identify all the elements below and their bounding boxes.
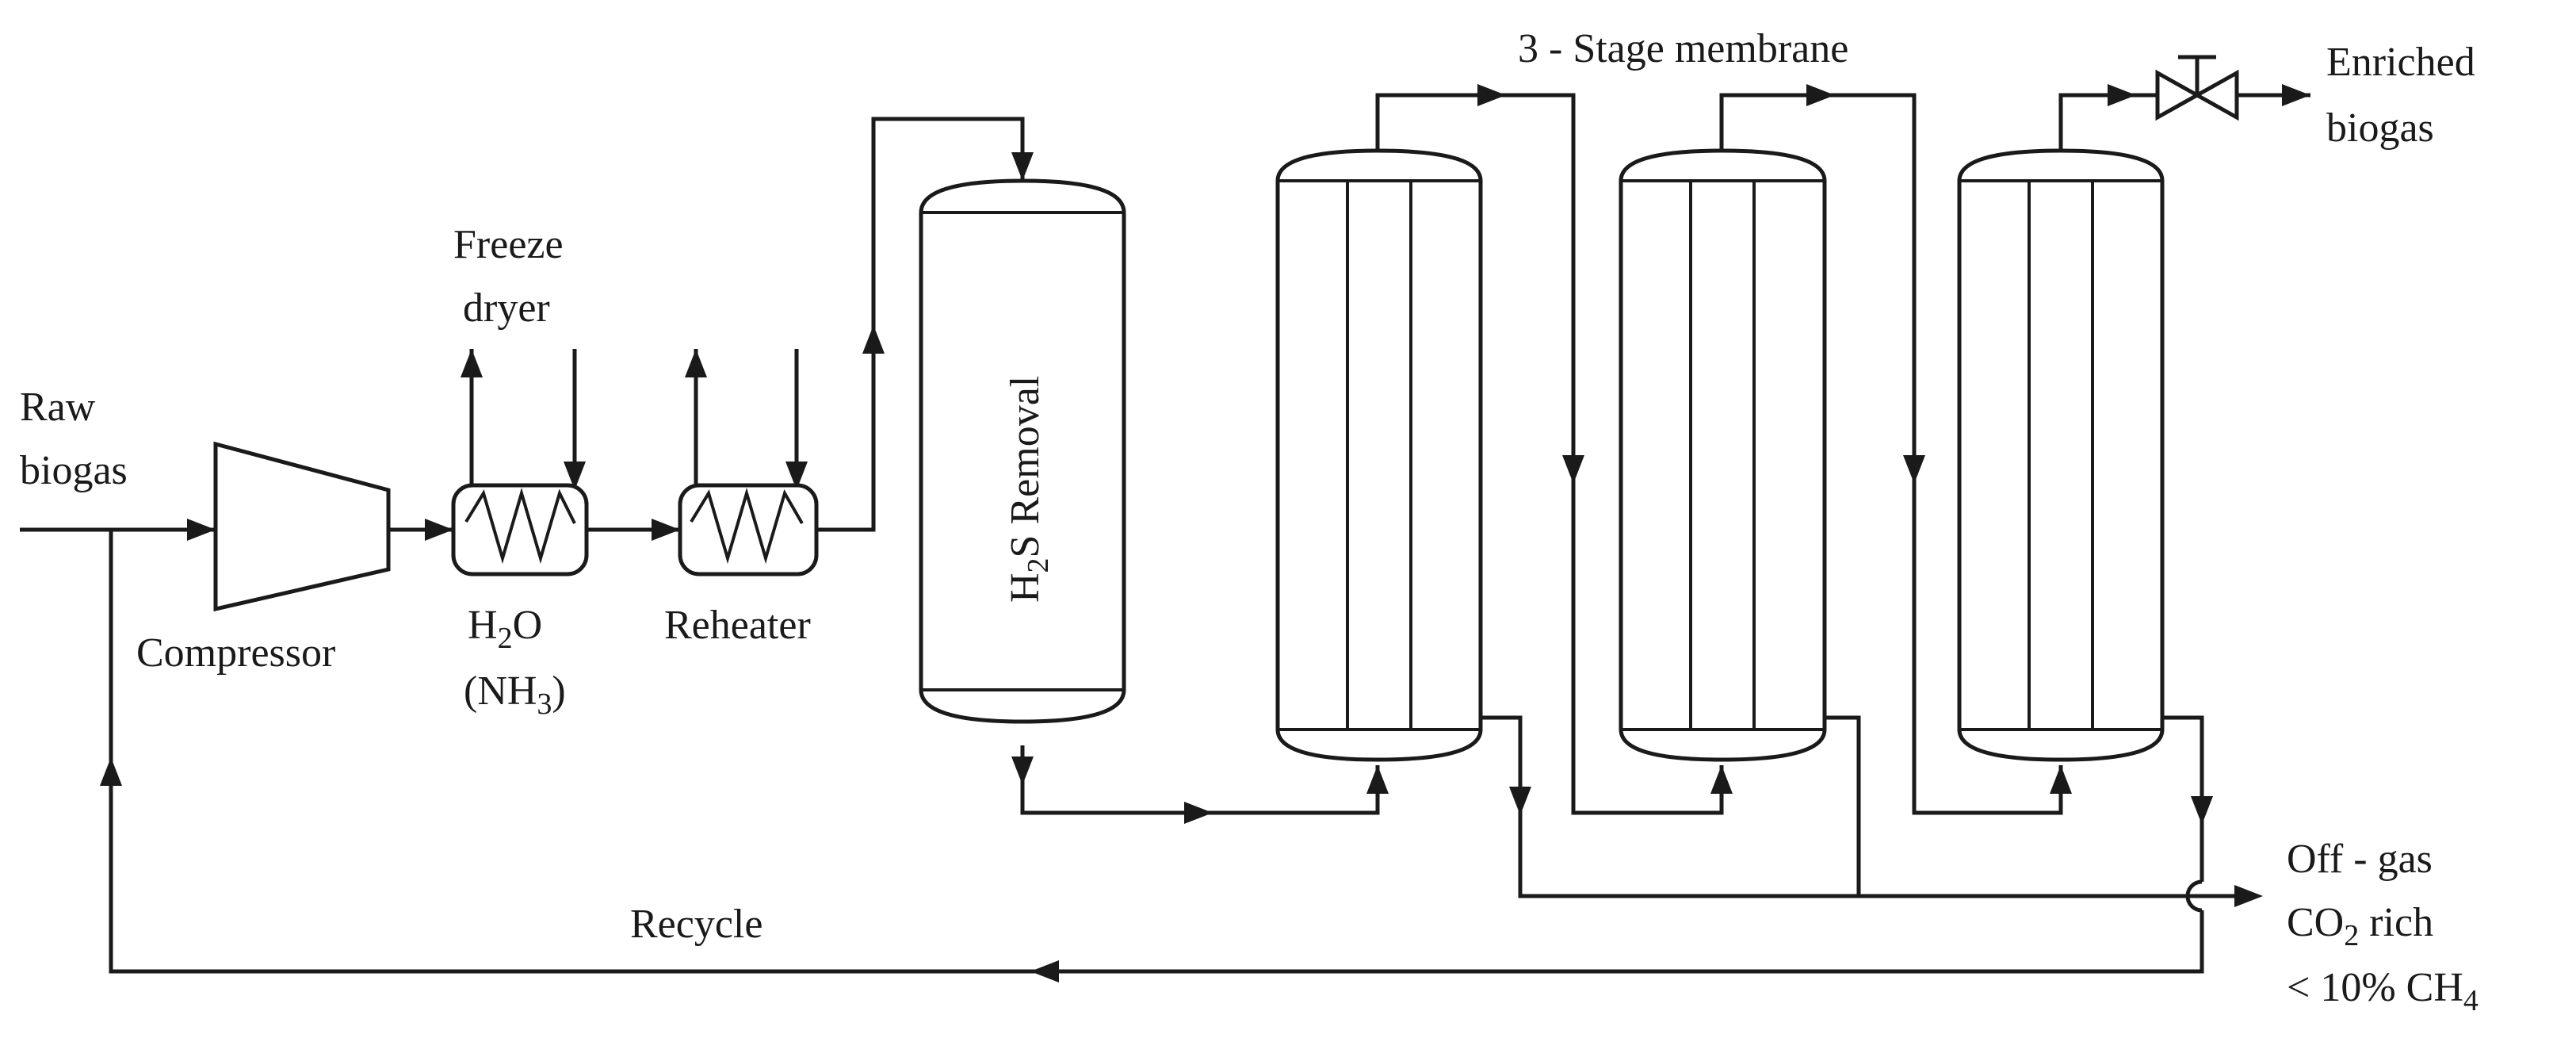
svg-text:Freeze: Freeze — [453, 222, 564, 267]
flow-arrow-icon — [1806, 84, 1835, 106]
flow-arrow-icon — [685, 349, 707, 377]
flow-arrow-icon — [1710, 765, 1733, 794]
svg-text:< 10% CH4: < 10% CH4 — [2287, 965, 2479, 1017]
heat-exchanger-icon — [678, 483, 819, 576]
membrane3-permeate-pipe — [2162, 715, 2204, 882]
membrane2-permeate-pipe — [1825, 715, 1861, 896]
compressor-label: Compressor — [136, 630, 335, 676]
svg-text:biogas: biogas — [2326, 105, 2434, 151]
flow-arrow-icon — [2108, 84, 2136, 106]
valve-icon — [2155, 55, 2239, 121]
h2s-removal-label: H2S Removal — [1003, 376, 1055, 603]
membrane-stage-3 — [1957, 148, 2165, 762]
flow-arrow-icon — [1011, 152, 1034, 181]
h2o-label: H2O — [468, 603, 542, 655]
membrane1-to-membrane2-pipe — [1375, 93, 1724, 815]
svg-text:biogas: biogas — [20, 448, 128, 493]
h2s-removal-vessel: H2S Removal — [919, 178, 1126, 724]
flow-arrow-icon — [1184, 802, 1213, 824]
flow-arrow-icon — [862, 325, 885, 354]
flow-arrow-icon — [1030, 960, 1059, 982]
raw-biogas-label: Raw biogas — [20, 385, 128, 493]
flow-arrow-icon — [2050, 765, 2072, 794]
enriched-biogas-label: Enriched biogas — [2326, 40, 2475, 151]
nh3-label: (NH3) — [464, 668, 566, 721]
reheater-to-h2s-pipe — [816, 117, 1025, 532]
flow-arrow-icon — [1366, 765, 1389, 794]
flow-arrow-icon — [1011, 756, 1034, 785]
membrane-stage-2 — [1619, 148, 1827, 762]
flow-arrow-icon — [2191, 796, 2213, 825]
compressor-icon — [213, 441, 391, 612]
flow-arrow-icon — [2234, 885, 2263, 907]
recycle-pipe — [109, 530, 2204, 974]
heat-exchanger-icon — [451, 483, 589, 576]
freeze-dryer-label: Freeze dryer — [453, 222, 564, 331]
flow-arrow-icon — [1903, 455, 1925, 484]
flow-arrow-icon — [785, 462, 808, 490]
svg-text:dryer: dryer — [463, 285, 550, 331]
flow-arrow-icon — [461, 349, 483, 377]
flow-arrow-icon — [1562, 455, 1584, 484]
flow-arrow-icon — [187, 519, 216, 541]
flow-arrow-icon — [425, 519, 453, 541]
flow-arrow-icon — [652, 519, 680, 541]
svg-text:CO2 rich: CO2 rich — [2287, 900, 2433, 952]
crossover-hop — [2185, 879, 2203, 913]
recycle-label: Recycle — [630, 902, 762, 947]
svg-text:Raw: Raw — [20, 385, 96, 430]
membrane-stage-title: 3 - Stage membrane — [1518, 26, 1848, 71]
membrane2-to-membrane3-pipe — [1719, 93, 2063, 815]
flow-arrow-icon — [1477, 84, 1506, 106]
flow-arrow-icon — [1509, 787, 1531, 815]
off-gas-label: Off - gas CO2 rich < 10% CH4 — [2287, 837, 2479, 1017]
svg-text:Off - gas: Off - gas — [2287, 837, 2433, 882]
svg-text:Enriched: Enriched — [2326, 40, 2475, 85]
membrane-stage-1 — [1275, 148, 1483, 762]
flow-arrow-icon — [2282, 84, 2310, 106]
flow-arrow-icon — [564, 462, 586, 490]
reheater-label: Reheater — [664, 603, 811, 648]
flow-arrow-icon — [100, 757, 122, 786]
